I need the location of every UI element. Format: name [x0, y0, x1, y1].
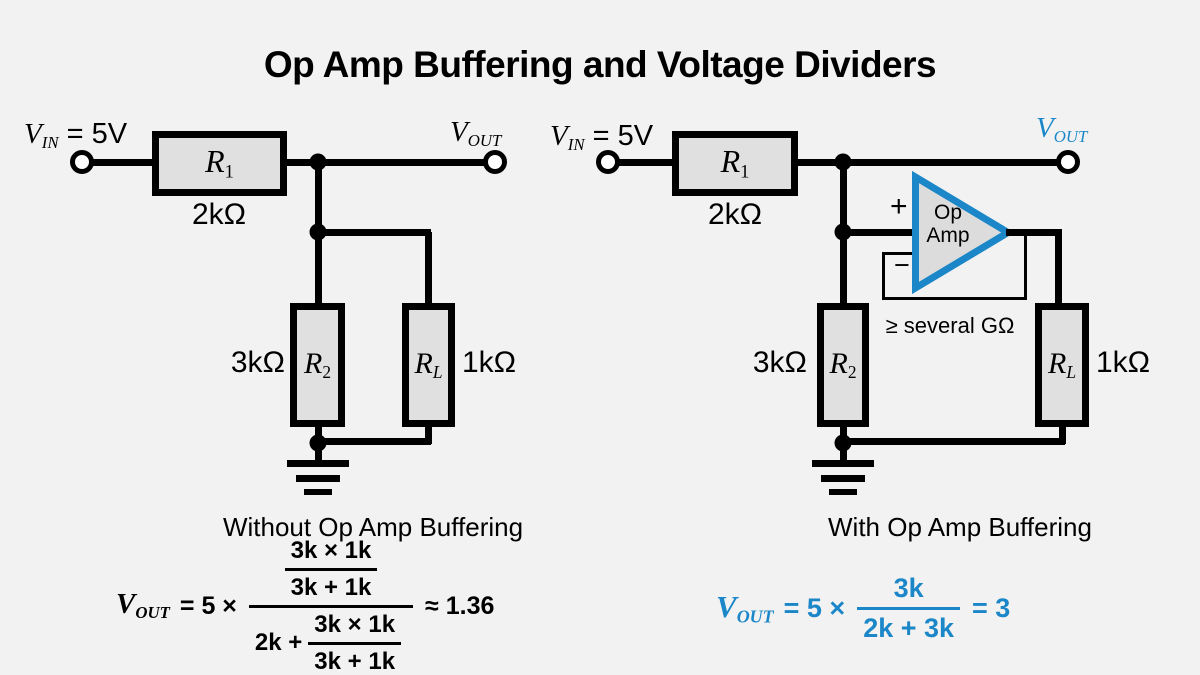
feedback-wire: [882, 252, 918, 255]
wire: [1058, 427, 1066, 444]
right-caption: With Op Amp Buffering: [828, 512, 1092, 542]
left-formula: VOUT = 5 × 3k × 1k 3k + 1k 2k + 3k × 1k …: [112, 537, 500, 675]
ground-icon: [829, 488, 857, 495]
opamp-impedance-label: ≥ several GΩ: [885, 313, 1015, 338]
right-rl-label: RL: [1048, 346, 1076, 383]
wire: [843, 437, 1065, 445]
feedback-wire: [882, 252, 885, 300]
left-formula-result: ≈ 1.36: [425, 591, 495, 620]
ground-icon: [296, 474, 340, 482]
right-formula-eq: = 5 ×: [783, 592, 846, 623]
left-vout-terminal: [483, 150, 507, 174]
opamp-plus-input-label: +: [890, 190, 908, 223]
right-formula-vout: VOUT: [716, 588, 774, 627]
right-formula-fraction: 3k 2k + 3k: [857, 573, 961, 644]
right-resistor-r1: R1: [672, 131, 798, 196]
fraction-bar: [857, 606, 961, 610]
wire: [1006, 228, 1062, 236]
left-r2-value: 3kΩ: [230, 346, 285, 379]
right-vout-terminal: [1056, 150, 1080, 174]
ground-icon: [304, 488, 332, 495]
ground-icon: [821, 474, 865, 482]
left-formula-fraction: 3k × 1k 3k + 1k 2k + 3k × 1k 3k + 1k: [248, 537, 414, 675]
wire: [798, 158, 1058, 166]
left-vin-label: VIN = 5V: [24, 118, 128, 153]
wire: [424, 427, 432, 444]
right-vout-label: VOUT: [1036, 112, 1088, 147]
opamp-minus-input-label: −: [894, 250, 910, 280]
right-vin-label: VIN = 5V: [550, 120, 654, 155]
ground-icon: [812, 460, 874, 467]
wire: [318, 437, 431, 445]
wire: [318, 228, 431, 236]
right-r2-value: 3kΩ: [752, 346, 807, 379]
left-resistor-rl: RL: [402, 303, 455, 427]
wire: [90, 158, 155, 166]
wire: [424, 232, 432, 303]
opamp-triangle-icon: [912, 170, 1015, 295]
left-vout-label: VOUT: [450, 116, 502, 151]
wire: [843, 228, 918, 236]
left-formula-vout: VOUT: [116, 588, 170, 623]
fraction-bar: [284, 567, 378, 571]
wire: [839, 162, 847, 232]
left-rl-value: 1kΩ: [462, 346, 517, 379]
wire: [839, 232, 847, 303]
feedback-wire: [882, 297, 1027, 300]
right-resistor-rl: RL: [1035, 303, 1089, 427]
left-r1-label: R1: [205, 143, 234, 183]
left-formula-nested-fraction: 3k × 1k 3k + 1k: [308, 611, 402, 675]
right-formula: VOUT = 5 × 3k 2k + 3k = 3: [712, 568, 1016, 648]
wire: [1055, 232, 1062, 303]
right-r1-label: R1: [720, 143, 750, 183]
right-r2-label: R2: [829, 346, 857, 383]
left-formula-eq: = 5 ×: [179, 591, 237, 620]
wire: [314, 162, 322, 232]
fraction-bar: [308, 641, 402, 645]
right-rl-value: 1kΩ: [1096, 346, 1151, 379]
left-resistor-r2: R2: [290, 303, 345, 427]
left-r2-label: R2: [303, 346, 332, 383]
left-rl-label: RL: [414, 346, 443, 383]
opamp-label: Op Amp: [926, 201, 970, 247]
feedback-wire: [1024, 234, 1027, 300]
right-r1-value: 2kΩ: [707, 198, 763, 231]
left-resistor-r1: R1: [152, 131, 287, 196]
wire: [287, 158, 485, 166]
left-r1-value: 2kΩ: [191, 198, 247, 231]
fraction-bar: [248, 604, 414, 608]
wire: [314, 443, 322, 464]
wire: [616, 158, 672, 166]
page-title: Op Amp Buffering and Voltage Dividers: [263, 44, 937, 85]
wire: [839, 443, 847, 464]
left-caption: Without Op Amp Buffering: [222, 512, 524, 542]
right-formula-result: = 3: [972, 592, 1011, 623]
ground-icon: [287, 460, 349, 467]
right-resistor-r2: R2: [817, 303, 869, 427]
left-formula-numerator: 3k × 1k 3k + 1k: [284, 537, 378, 602]
wire: [314, 232, 322, 303]
